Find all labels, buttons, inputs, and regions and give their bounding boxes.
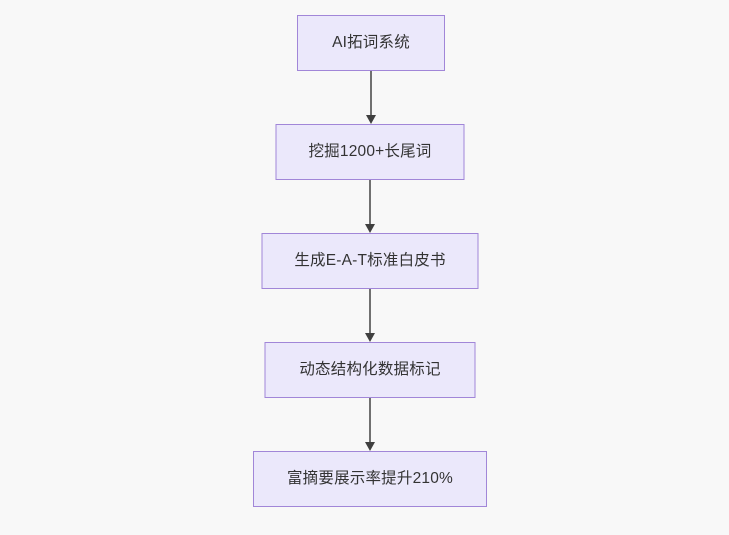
flowchart-node-label: 挖掘1200+长尾词 <box>308 142 432 160</box>
flowchart-node-2[interactable]: 挖掘1200+长尾词 <box>275 124 465 180</box>
arrowhead-icon <box>366 115 376 124</box>
arrowhead-icon <box>365 224 375 233</box>
edge-n4-to-n5 <box>363 398 377 451</box>
arrowhead-icon <box>365 442 375 451</box>
flowchart-node-label: 动态结构化数据标记 <box>299 360 441 378</box>
flowchart-node-4[interactable]: 动态结构化数据标记 <box>264 342 476 398</box>
edge-n2-to-n3 <box>363 180 377 233</box>
edge-line <box>370 71 372 117</box>
edge-n1-to-n2 <box>364 71 378 124</box>
edge-line <box>369 289 371 335</box>
flowchart-node-1[interactable]: AI拓词系统 <box>297 15 445 71</box>
flowchart-node-label: 富摘要展示率提升210% <box>286 469 454 487</box>
edge-line <box>369 398 371 444</box>
edge-line <box>369 180 371 226</box>
edge-n3-to-n4 <box>363 289 377 342</box>
flowchart-node-3[interactable]: 生成E-A-T标准白皮书 <box>261 233 479 289</box>
arrowhead-icon <box>365 333 375 342</box>
flowchart-node-5[interactable]: 富摘要展示率提升210% <box>253 451 487 507</box>
flowchart-node-label: AI拓词系统 <box>332 33 410 51</box>
flowchart-node-label: 生成E-A-T标准白皮书 <box>294 251 446 269</box>
